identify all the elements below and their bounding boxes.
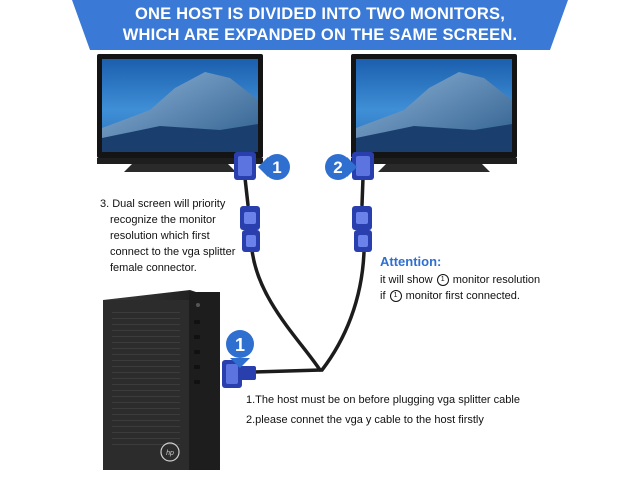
header-banner: ONE HOST IS DIVIDED INTO TWO MONITORS, W… xyxy=(72,0,568,50)
left-monitor xyxy=(97,54,263,172)
attention-line-1-pre: it will show xyxy=(380,274,433,286)
banner-line-2: WHICH ARE EXPANDED ON THE SAME SCREEN. xyxy=(122,26,518,44)
badge-host: 1 xyxy=(226,330,254,368)
attention-line-2: if 1 monitor first connected. xyxy=(380,288,540,304)
dual-note-line-4: connect to the vga splitter xyxy=(110,246,236,258)
host-notes: 1.The host must be on before plugging vg… xyxy=(246,392,520,428)
attention-line-2-number: 1 xyxy=(389,290,402,303)
badge-host-number: 1 xyxy=(235,335,245,355)
host-vga-plug xyxy=(222,360,256,388)
banner-line-1: ONE HOST IS DIVIDED INTO TWO MONITORS, xyxy=(134,5,505,23)
dual-note-line-3: resolution which first xyxy=(110,230,210,242)
host-note-2: 2.please connet the vga y cable to the h… xyxy=(246,414,484,426)
attention-line-1: it will show 1 monitor resolution xyxy=(380,272,540,288)
attention-line-2-pre: if xyxy=(380,290,386,302)
attention-title: Attention: xyxy=(380,254,442,269)
vga-cables xyxy=(243,176,366,374)
attention-line-2-post: monitor first connected. xyxy=(405,290,520,302)
attention-line-1-number: 1 xyxy=(436,274,449,287)
attention-line-1-post: monitor resolution xyxy=(452,274,541,286)
attention-text: it will show 1 monitor resolution if 1 m… xyxy=(380,272,540,304)
left-vga-plug xyxy=(234,152,256,180)
dual-screen-note: 3. Dual screen will priority recognize t… xyxy=(100,196,235,276)
badge-right-monitor-number: 2 xyxy=(333,158,342,177)
dual-note-line-1: 3. Dual screen will priority xyxy=(100,198,226,210)
right-monitor xyxy=(351,54,517,172)
badge-left-monitor: 1 xyxy=(258,154,290,180)
left-vga-coupler xyxy=(240,206,260,252)
banner-shape xyxy=(72,0,568,50)
hp-logo: hp xyxy=(166,450,174,457)
badge-left-monitor-number: 1 xyxy=(272,158,281,177)
dual-note-line-5: female connector. xyxy=(110,262,197,274)
tower-pc xyxy=(103,290,220,470)
dual-note-line-2: recognize the monitor xyxy=(110,214,216,226)
right-vga-plug xyxy=(352,152,374,180)
badge-right-monitor: 2 xyxy=(325,154,357,180)
right-vga-coupler xyxy=(352,206,372,252)
host-note-1: 1.The host must be on before plugging vg… xyxy=(246,394,520,406)
